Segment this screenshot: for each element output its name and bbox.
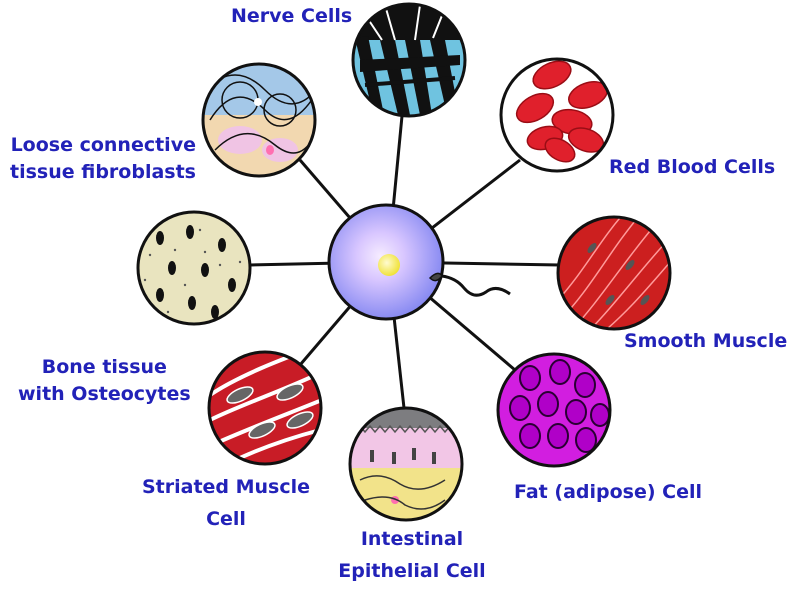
label-rbc-text: Red Blood Cells [609,156,776,178]
stem-cell-icon [327,203,511,321]
label-bone-line1: Bone tissue [41,356,167,378]
label-loose-line2: tissue fibroblasts [10,161,196,183]
label-smooth-text: Smooth Muscle [624,330,788,352]
label-intestinal-line2: Epithelial Cell [338,560,486,582]
label-striated-muscle: Striated Muscle Cell [133,474,319,533]
striated-muscle-icon [207,350,323,466]
label-bone-line2: with Osteocytes [18,383,191,405]
label-nerve-cells: Nerve Cells [231,3,352,30]
label-red-blood-cells: Red Blood Cells [609,154,775,181]
label-intestinal-epithelial: Intestinal Epithelial Cell [330,526,494,585]
label-striated-line1: Striated Muscle [141,476,311,498]
loose-connective-tissue-icon [201,62,317,178]
red-blood-cells-icon [499,57,615,173]
label-loose-line1: Loose connective [10,134,196,156]
bone-tissue-icon [136,210,252,326]
label-fat-cell: Fat (adipose) Cell [514,479,702,506]
label-fat-text: Fat (adipose) Cell [514,481,703,503]
label-striated-line2: Cell [206,508,246,530]
intestinal-epithelial-icon [348,406,464,522]
label-intestinal-line1: Intestinal [360,528,464,550]
nerve-cells-icon [351,2,467,118]
label-nerve-cells-text: Nerve Cells [231,5,353,27]
label-smooth-muscle: Smooth Muscle [624,328,787,355]
label-loose-connective: Loose connective tissue fibroblasts [10,132,196,186]
smooth-muscle-icon [556,215,672,331]
fat-cell-icon [496,352,612,468]
label-bone-tissue: Bone tissue with Osteocytes [18,354,191,408]
